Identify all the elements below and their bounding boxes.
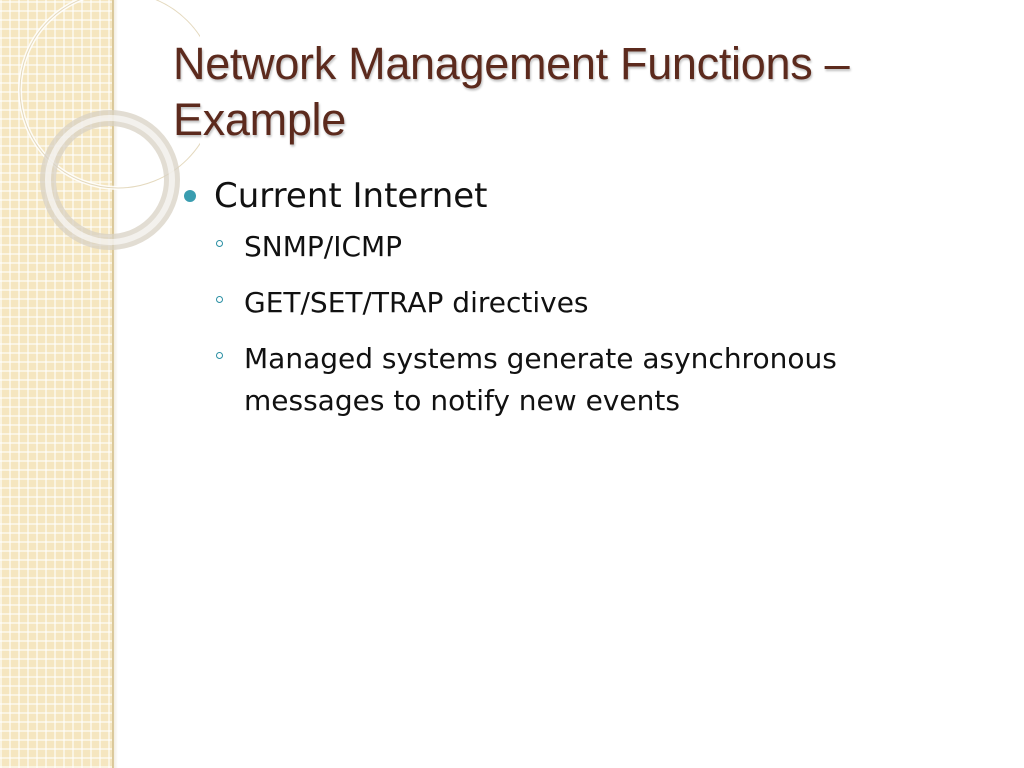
hollow-circle-bullet-icon (216, 352, 223, 359)
slide-title: Network Management Functions – Example (173, 38, 850, 145)
bullet-item: Current Internet (180, 172, 960, 220)
sub-bullet-item: GET/SET/TRAP directives (214, 282, 960, 324)
sub-bullet-text: GET/SET/TRAP directives (244, 286, 589, 319)
filled-circle-bullet-icon (184, 190, 196, 202)
sidebar-shadow-edge (112, 0, 118, 768)
sub-bullet-text: Managed systems generate asynchronous me… (244, 342, 837, 417)
bullet-text: Current Internet (214, 176, 488, 216)
decorative-rings-icon (18, 0, 200, 250)
bullet-list: Current Internet SNMP/ICMP GET/SET/TRAP … (180, 172, 960, 436)
hollow-circle-bullet-icon (216, 296, 223, 303)
hollow-circle-bullet-icon (216, 240, 223, 247)
sub-bullet-item: SNMP/ICMP (214, 226, 960, 268)
sub-bullet-text: SNMP/ICMP (244, 230, 403, 263)
sub-bullet-item: Managed systems generate asynchronous me… (214, 338, 960, 422)
sub-bullet-list: SNMP/ICMP GET/SET/TRAP directives Manage… (214, 226, 960, 422)
